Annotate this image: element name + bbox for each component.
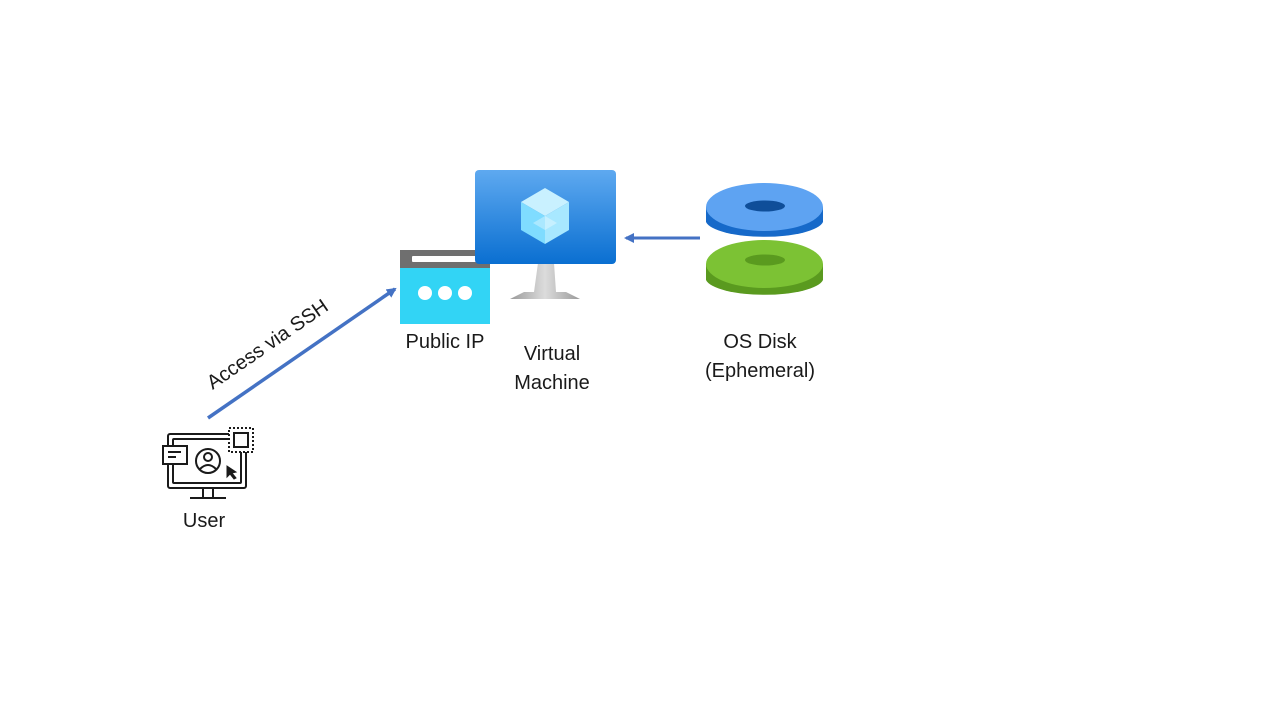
- virtual-machine-label: Virtual Machine: [492, 340, 612, 398]
- public-ip-icon: [400, 250, 490, 324]
- os-disk-label-line1: OS Disk: [723, 331, 797, 353]
- user-label: User: [182, 510, 226, 532]
- arrow-user-to-public-ip: [207, 287, 397, 420]
- virtual-machine-label-line1: Virtual: [523, 343, 581, 365]
- public-ip-label: Public IP: [405, 331, 485, 353]
- disk-icon: [706, 183, 823, 295]
- os-disk-label-line2: (Ephemeral): [704, 360, 816, 382]
- os-disk-label: OS Disk (Ephemeral): [690, 328, 830, 386]
- virtual-machine-icon: [475, 170, 616, 299]
- virtual-machine-label-line2: Machine: [514, 372, 590, 394]
- user-workstation-icon: [162, 427, 254, 499]
